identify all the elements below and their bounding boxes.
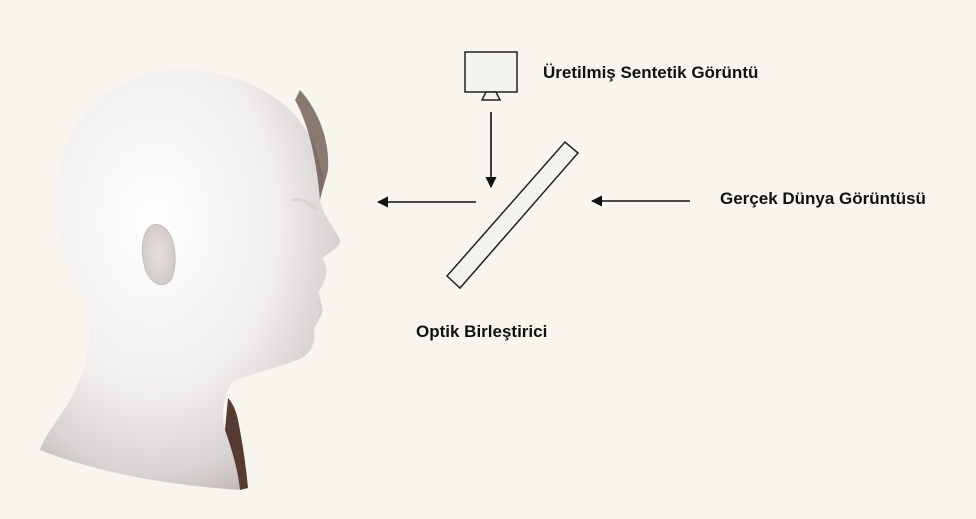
human-head-profile-icon [40, 70, 340, 490]
combiner-plate-icon [447, 142, 578, 288]
synthetic-image-label: Üretilmiş Sentetik Görüntü [543, 63, 758, 83]
optical-combiner-label: Optik Birleştirici [416, 322, 547, 342]
real-world-image-label: Gerçek Dünya Görüntüsü [720, 189, 926, 209]
monitor-icon [465, 52, 517, 100]
